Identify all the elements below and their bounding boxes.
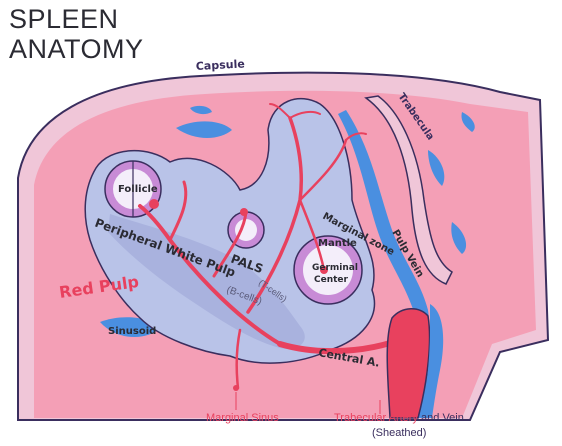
title-line-1: SPLEEN	[9, 4, 119, 34]
page-title: SPLEEN ANATOMY	[9, 4, 144, 64]
trabecular-artery-caption: Trabecular Artery	[334, 412, 418, 424]
trabecular-artery	[386, 308, 431, 419]
marginal-sinus-caption: Marginal Sinus	[206, 412, 279, 424]
sheathed-caption: (Sheathed)	[372, 427, 427, 439]
capsule-label: Capsule	[195, 57, 245, 73]
germinal-center-label-1: Germinal	[312, 263, 358, 273]
mantle-label: Mantle	[318, 238, 357, 249]
trabecular-vein	[422, 304, 444, 418]
follicle-label: Follicle	[118, 184, 158, 195]
trabecula	[364, 95, 453, 285]
title-line-2: ANATOMY	[9, 34, 144, 64]
artery-ends	[149, 199, 328, 391]
and-vein-caption: and Vein	[421, 412, 464, 424]
germinal-center-label-2: Center	[314, 275, 349, 285]
sinusoid-label: Sinusoid	[108, 326, 156, 337]
trabecular-caption: Trabecular Artery and Vein	[334, 412, 464, 424]
